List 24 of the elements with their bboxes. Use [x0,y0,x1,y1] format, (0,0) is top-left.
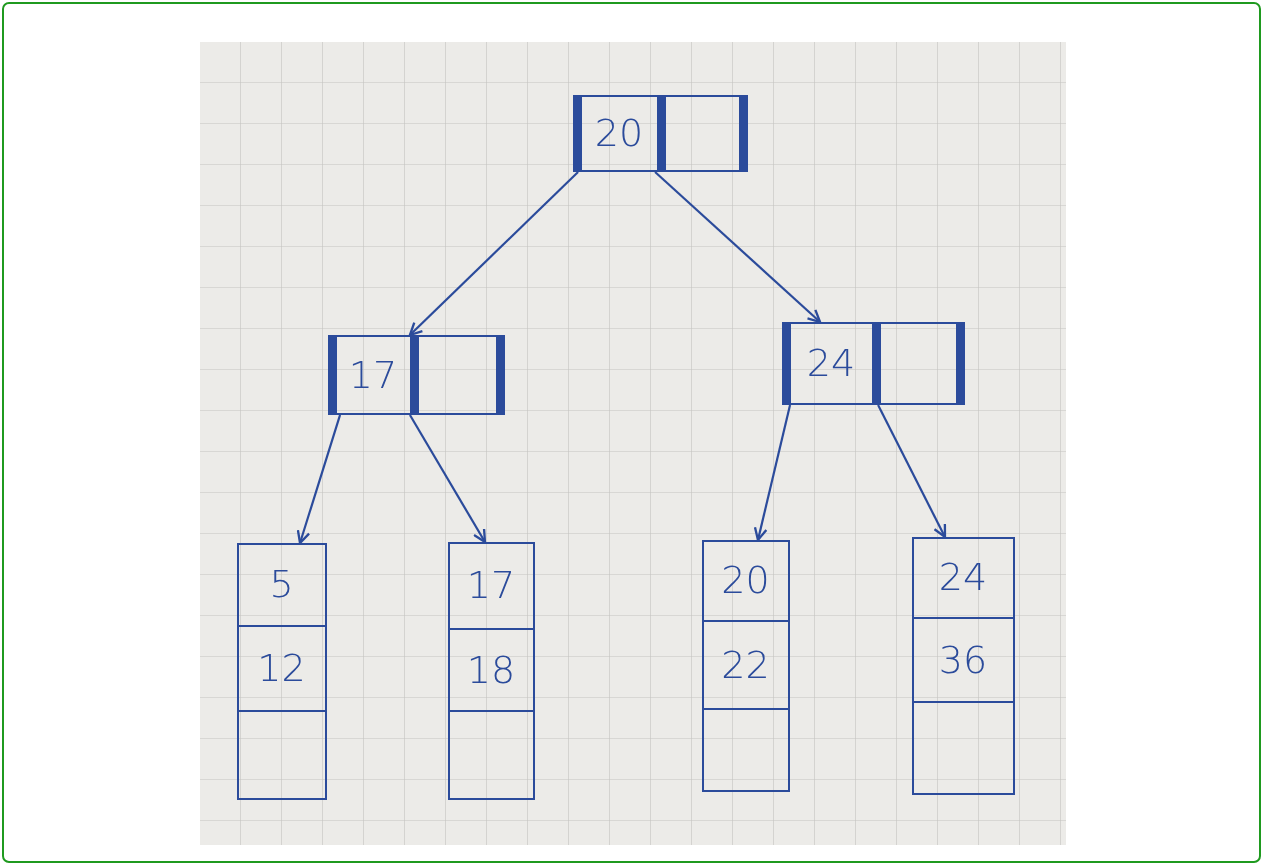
arrow [408,171,579,337]
arrow [654,171,822,324]
key-cell: 18 [447,627,535,710]
key-cell: 22 [701,619,790,708]
key-cell: 24 [781,321,872,405]
leaf-node [448,542,535,800]
arrow [877,404,947,539]
index-node [573,95,748,172]
key-cell: 5 [236,542,327,625]
key-cell: 36 [911,616,1015,701]
key-cell: 17 [327,334,410,415]
index-node [328,335,505,415]
leaf-node [702,540,790,792]
key-cell: 20 [572,94,657,172]
arrow [753,404,792,542]
key-cell: 17 [447,541,535,628]
leaf-node [912,537,1015,795]
arrow [409,414,487,544]
key-cell: 24 [911,536,1015,617]
key-cell: 20 [701,539,790,620]
index-node [782,322,965,405]
key-cell: 12 [236,624,327,710]
arrow [296,414,342,545]
leaf-node [237,543,327,800]
